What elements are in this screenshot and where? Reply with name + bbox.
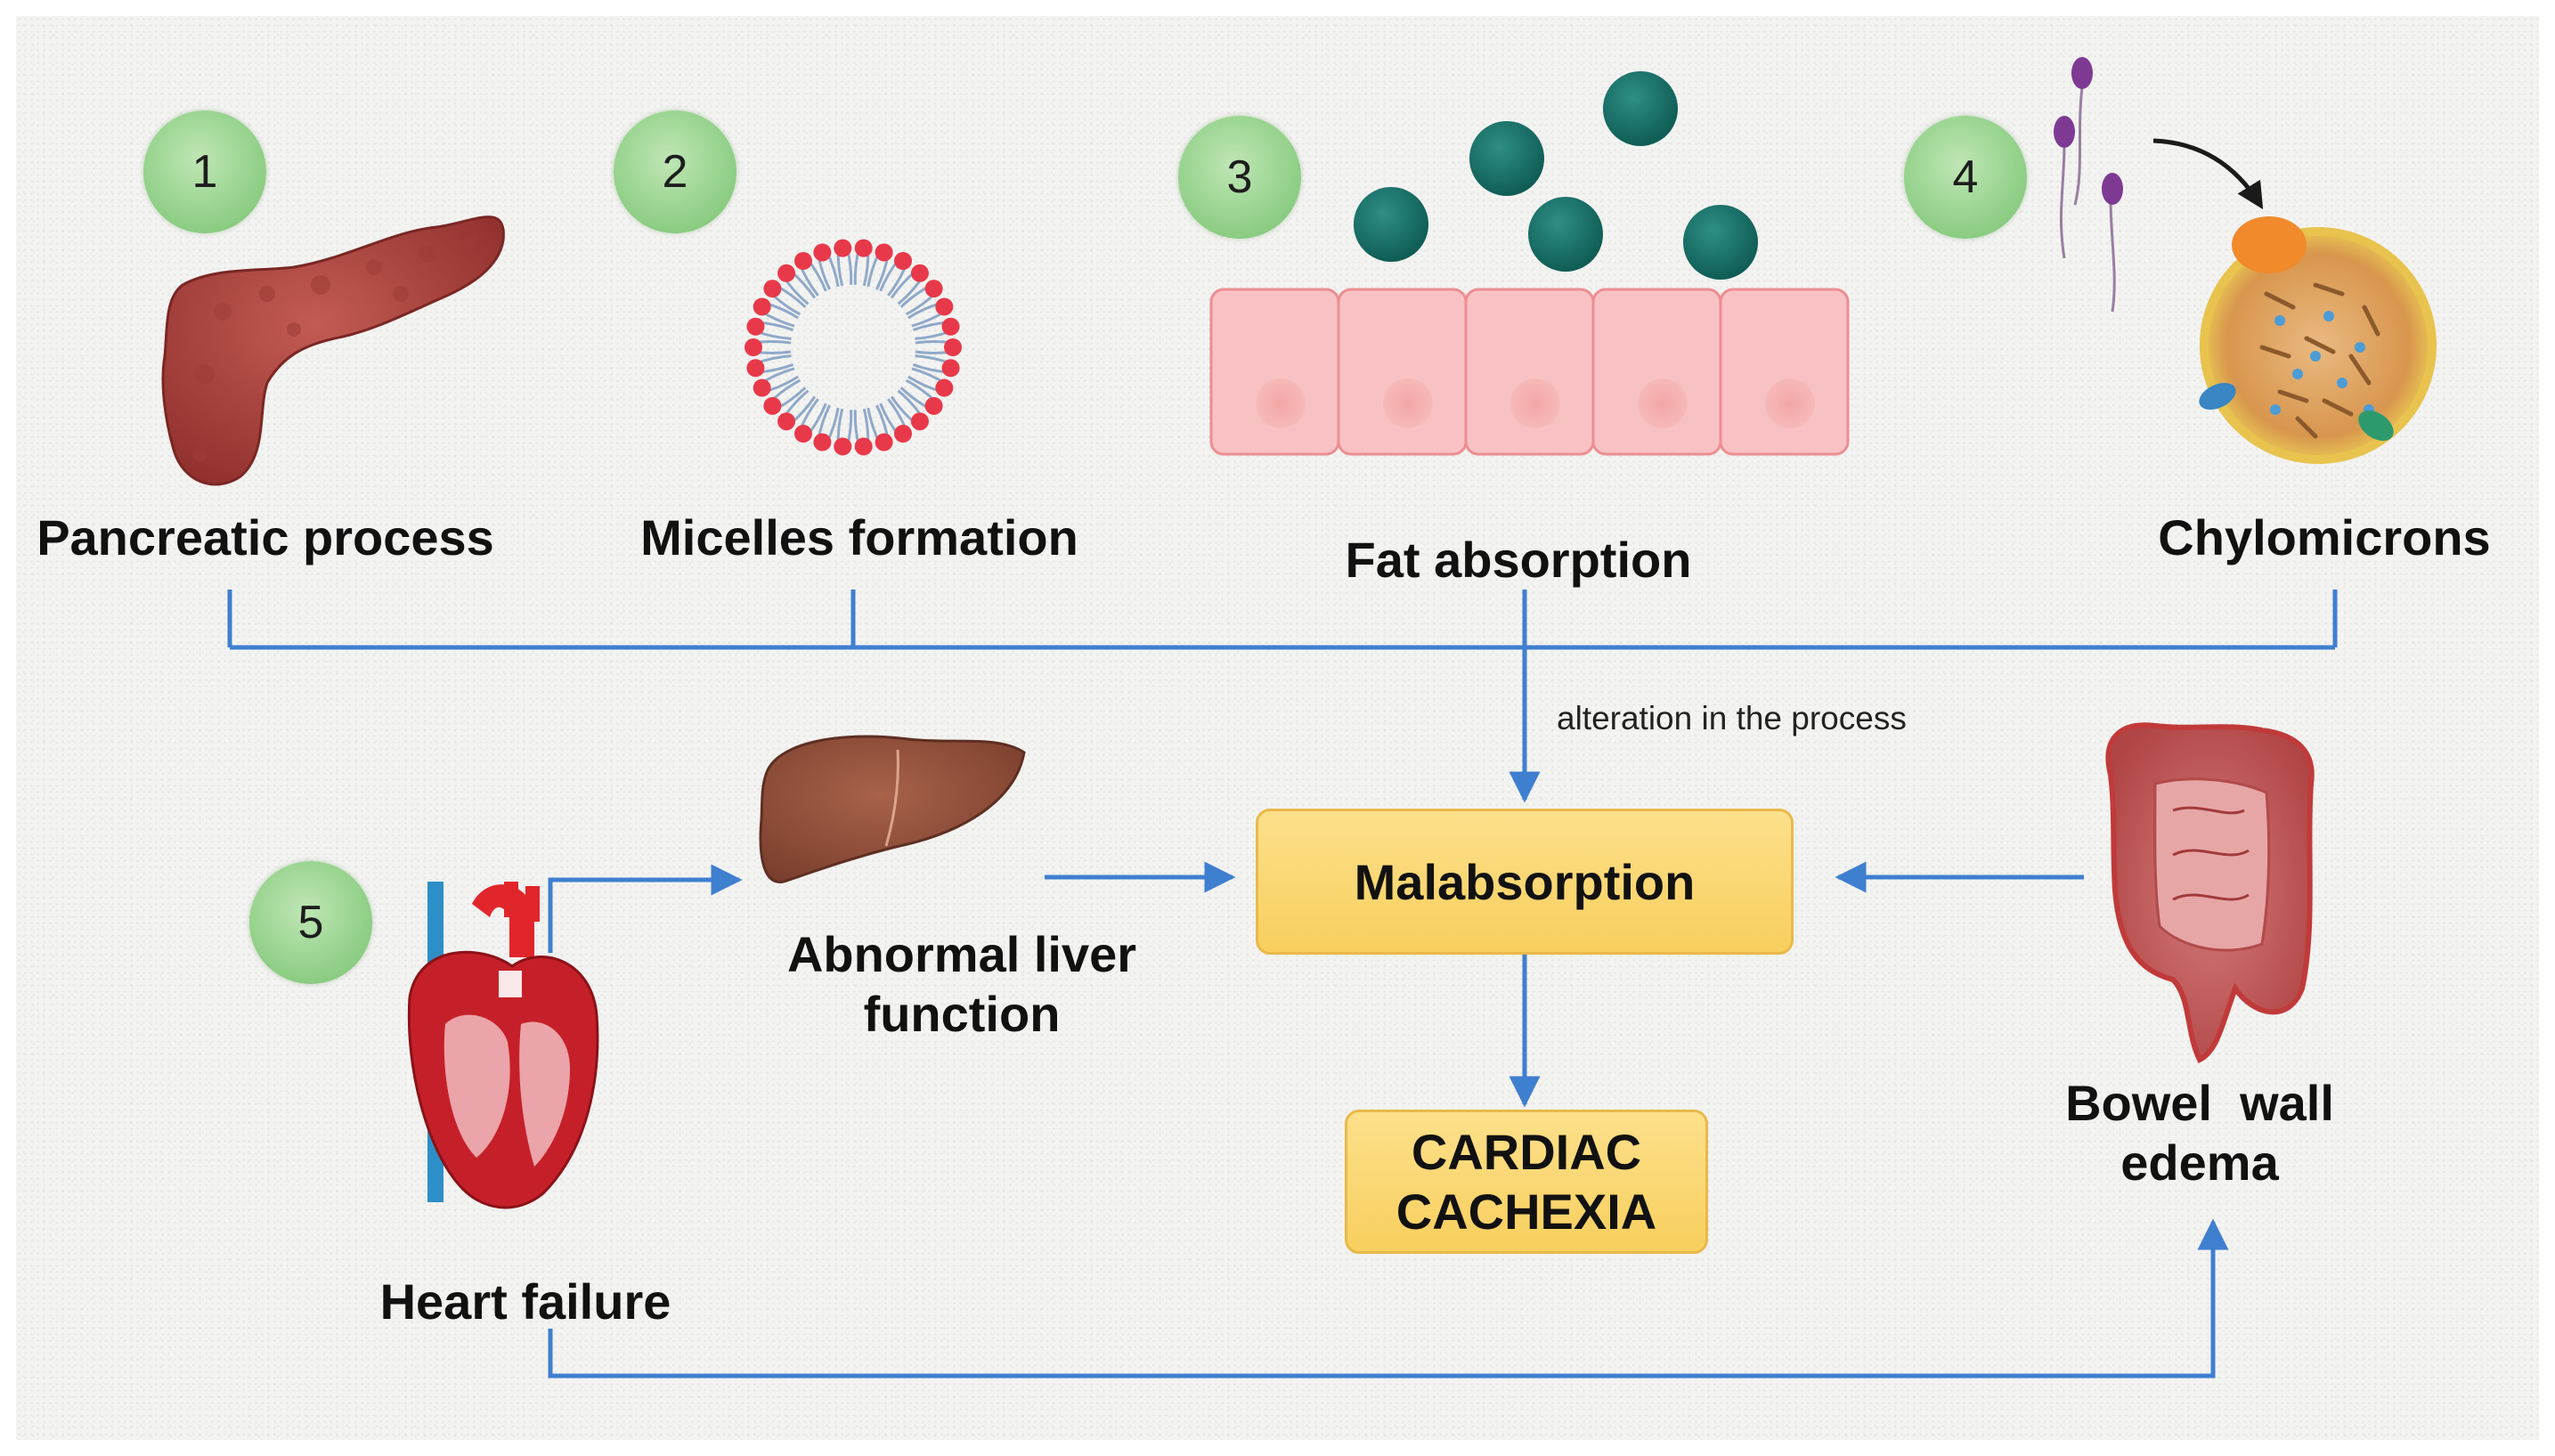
micelle-head xyxy=(777,412,796,431)
fat-absorption-label: Fat absorption xyxy=(1345,532,1692,588)
connector-lines xyxy=(227,590,2338,1379)
micelle-head xyxy=(794,252,812,271)
micelle-head xyxy=(910,264,929,282)
micelle-head xyxy=(941,359,960,378)
pancreas-illustration xyxy=(161,216,505,486)
micelle-head xyxy=(910,412,929,431)
micelle-head xyxy=(746,317,765,336)
micelle-head xyxy=(753,378,771,397)
malabsorption-box: Malabsorption xyxy=(1256,809,1794,955)
micelle-head xyxy=(763,280,782,298)
micelle-head xyxy=(745,338,762,356)
fat-droplets xyxy=(1354,71,1758,280)
micelle-head xyxy=(894,424,912,443)
heart-failure-label: Heart failure xyxy=(379,1273,671,1330)
step-2-badge: 2 xyxy=(614,110,736,233)
liver-illustration xyxy=(759,735,1026,883)
micelle-head xyxy=(813,243,832,262)
micelle-head xyxy=(935,297,954,316)
arrow-heart-to-liver xyxy=(548,864,743,953)
malabsorption-label: Malabsorption xyxy=(1354,853,1696,910)
heart-illustration xyxy=(407,882,599,1209)
micelle-illustration xyxy=(745,239,962,456)
micelle-head xyxy=(924,280,943,298)
micelle-head xyxy=(875,433,893,451)
step-5-badge: 5 xyxy=(249,861,372,984)
alteration-edge-label: alteration in the process xyxy=(1557,700,1907,736)
bowel-wall-edema-label: Bowel wall edema xyxy=(2065,1075,2334,1192)
step-1-badge: 1 xyxy=(143,110,266,233)
cardiac-cachexia-label: CARDIAC CACHEXIA xyxy=(1395,1123,1657,1240)
micelle-head xyxy=(813,433,832,451)
micelle-head xyxy=(854,239,873,257)
micelle-head xyxy=(935,378,954,397)
micelle-head xyxy=(894,252,912,271)
micelle-head xyxy=(746,359,765,378)
micelle-head xyxy=(924,396,943,415)
step-3-badge: 3 xyxy=(1178,116,1301,239)
micelle-head xyxy=(941,317,960,336)
micelle-head xyxy=(834,239,852,257)
abnormal-liver-function-label: Abnormal liver function xyxy=(786,926,1137,1043)
intestinal-cells xyxy=(1209,288,1850,456)
micelles-formation-label: Micelles formation xyxy=(640,509,1078,565)
micelle-head xyxy=(944,338,962,356)
bowel-illustration xyxy=(2105,722,2315,1064)
micelle-head xyxy=(777,264,796,282)
micelle-head xyxy=(854,437,873,456)
micelle-head xyxy=(753,297,771,316)
micelle-head xyxy=(763,396,782,415)
chylomicron-illustration xyxy=(2054,57,2437,464)
cardiac-cachexia-box: CARDIAC CACHEXIA xyxy=(1345,1110,1708,1254)
micelle-head xyxy=(794,424,812,443)
micelle-head xyxy=(875,243,893,262)
arrow-heart-to-bowel xyxy=(548,1218,2229,1379)
pancreatic-process-label: Pancreatic process xyxy=(37,509,494,565)
micelle-head xyxy=(834,437,852,456)
step-4-badge: 4 xyxy=(1904,116,2027,239)
chylomicrons-label: Chylomicrons xyxy=(2158,509,2491,565)
